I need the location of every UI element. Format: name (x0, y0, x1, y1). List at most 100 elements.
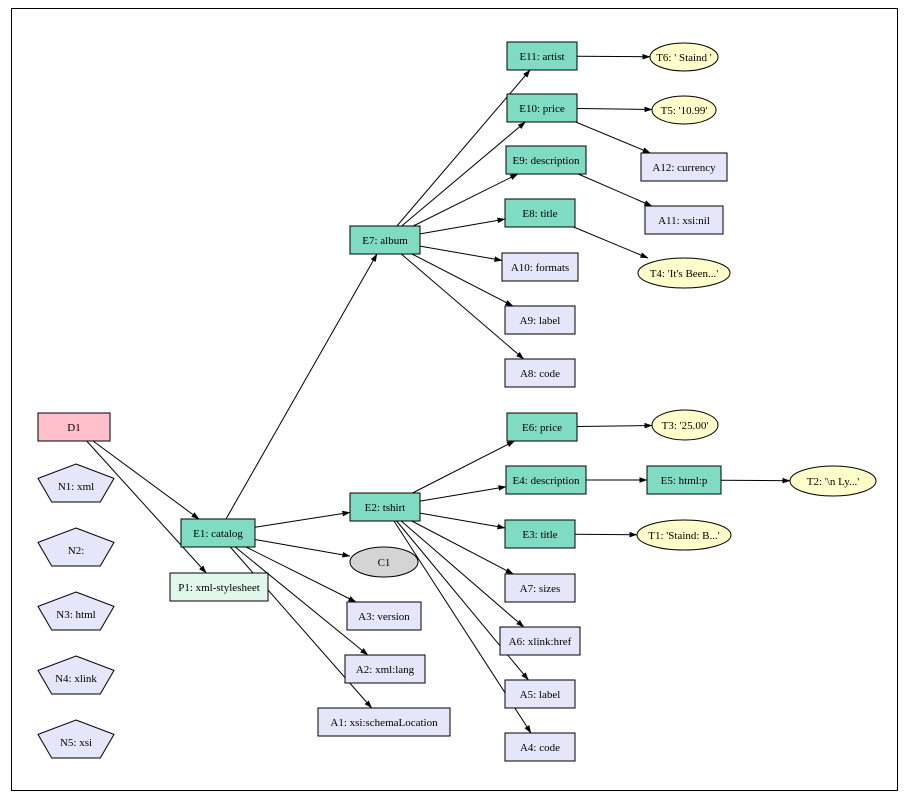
node-label: A9: label (520, 315, 561, 327)
edge-E2-E3 (419, 512, 506, 530)
element-node-shape (506, 412, 578, 442)
node-C1: C1 (349, 546, 419, 578)
node-E8: E8: title (504, 198, 576, 228)
edge-E7-E8 (419, 217, 506, 235)
element-node-shape (646, 465, 722, 495)
node-label: A11: xsi:nil (658, 215, 710, 227)
node-label: N1: xml (58, 481, 94, 493)
namespace-node-shape (37, 463, 115, 503)
edge-E1-E7 (225, 253, 378, 520)
attribute-node-shape (504, 679, 576, 709)
edge-E8-T4 (573, 226, 649, 259)
node-label: A2: xml:lang (356, 664, 415, 676)
node-E7: E7: album (349, 225, 421, 255)
node-label: E1: catalog (193, 528, 243, 540)
node-label: E5: html:p (661, 475, 708, 487)
node-A10: A10: formats (501, 252, 579, 282)
node-N3: N3: html (37, 591, 115, 631)
edge-E11-T6 (576, 53, 651, 60)
node-label: E10: price (519, 103, 565, 115)
node-E6: E6: price (506, 412, 578, 442)
edge-E1-A3 (245, 546, 357, 603)
node-A3: A3: version (346, 601, 422, 631)
node-label: N3: html (56, 609, 95, 621)
node-label: E11: artist (519, 51, 564, 63)
edge-E6-T3 (576, 422, 653, 429)
node-T3: T3: '25.00' (651, 409, 719, 441)
node-A12: A12: currency (640, 152, 728, 182)
text-node-shape (789, 465, 877, 497)
element-node-shape (504, 198, 576, 228)
edge-E1-C1 (254, 539, 351, 558)
diagram-border (11, 8, 898, 791)
node-E9: E9: description (505, 145, 587, 175)
pi-node-shape (169, 572, 269, 602)
attribute-node-shape (640, 152, 728, 182)
node-label: A1: xsi:schemaLocation (330, 717, 438, 729)
node-label: T2: '\n Ly...' (807, 476, 859, 488)
node-N2: N2: (37, 527, 115, 567)
node-label: E2: tshirt (365, 502, 406, 514)
edge-E7-A9 (411, 253, 514, 307)
edge-E7-A10 (419, 245, 503, 262)
node-T5: T5: '10.99' (651, 95, 717, 125)
attribute-node-shape (499, 626, 581, 656)
attribute-node-shape (644, 205, 724, 235)
attribute-node-shape (504, 358, 576, 388)
edge-D1-P1 (86, 440, 207, 574)
edge-E10-T5 (576, 106, 653, 113)
node-label: N4: xlink (55, 673, 97, 685)
edge-E7-A8 (400, 253, 525, 360)
node-label: D1 (67, 422, 80, 434)
edge-E7-E10 (401, 121, 526, 227)
node-D1: D1 (37, 412, 111, 442)
edge-E2-E4 (419, 485, 507, 502)
node-A8: A8: code (504, 358, 576, 388)
node-A1: A1: xsi:schemaLocation (317, 707, 451, 737)
edge-E3-T1 (574, 531, 638, 538)
node-label: T3: '25.00' (662, 420, 709, 432)
namespace-node-shape (37, 527, 115, 567)
attribute-node-shape (504, 305, 576, 335)
edge-E1-E2 (254, 510, 351, 528)
node-label: A6: xlink:href (509, 636, 572, 648)
node-label: A10: formats (511, 262, 569, 274)
text-node-shape (649, 42, 719, 72)
node-T4: T4: 'It's Been...' (637, 257, 731, 289)
edge-E2-E6 (412, 440, 515, 494)
node-label: A12: currency (652, 162, 716, 174)
node-A4: A4: code (504, 732, 576, 762)
attribute-node-shape (504, 573, 576, 603)
edge-layer (86, 53, 791, 734)
text-node-shape (636, 519, 732, 551)
node-A7: A7: sizes (504, 573, 576, 603)
node-N4: N4: xlink (37, 655, 115, 695)
edge-E9-A11 (578, 173, 653, 207)
node-A2: A2: xml:lang (344, 654, 426, 684)
edge-D1-E1 (92, 440, 200, 520)
element-node-shape (349, 492, 421, 522)
node-E4: E4: description (505, 465, 587, 495)
edge-E1-A2 (234, 546, 369, 656)
node-T1: T1: 'Staind: B...' (636, 519, 732, 551)
node-label: T1: 'Staind: B...' (648, 530, 720, 542)
text-node-shape (637, 257, 731, 289)
text-node-shape (651, 95, 717, 125)
element-node-shape (180, 518, 256, 548)
text-node-shape (651, 409, 719, 441)
document-node-shape (37, 412, 111, 442)
namespace-node-shape (37, 591, 115, 631)
node-label: A4: code (520, 742, 560, 754)
node-label: A3: version (358, 611, 410, 623)
element-node-shape (349, 225, 421, 255)
element-node-shape (504, 519, 576, 549)
node-P1: P1: xml-stylesheet (169, 572, 269, 602)
edge-E7-E9 (412, 173, 519, 227)
comment-node-shape (349, 546, 419, 578)
node-label: C1 (378, 557, 391, 569)
edge-E2-A6 (400, 520, 525, 628)
attribute-node-shape (504, 732, 576, 762)
node-label: A7: sizes (520, 583, 561, 595)
